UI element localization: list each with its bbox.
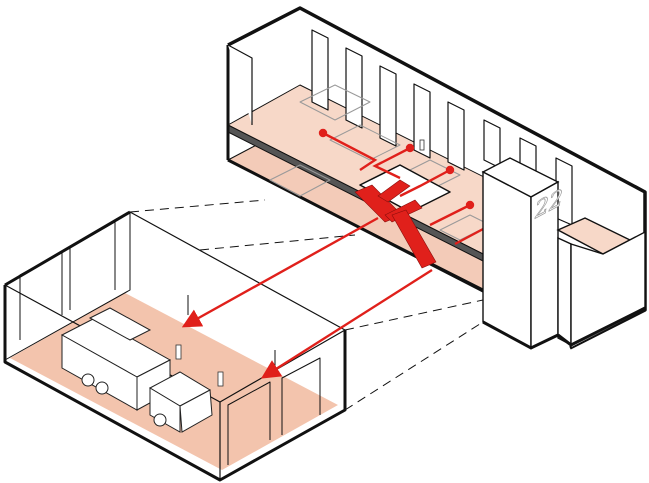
front-bottom-edge xyxy=(227,158,486,294)
circulation-paths xyxy=(318,128,486,246)
egress-arrows xyxy=(181,216,433,379)
staircase xyxy=(354,179,437,269)
left-cutaway xyxy=(227,44,253,125)
fire-truck xyxy=(60,307,213,433)
tower-base xyxy=(482,320,559,350)
people-figures xyxy=(175,139,425,387)
projection-lines xyxy=(129,199,484,411)
stair-tower: 22 xyxy=(481,157,563,350)
right-wing xyxy=(556,217,646,350)
garage-volume xyxy=(3,210,347,482)
